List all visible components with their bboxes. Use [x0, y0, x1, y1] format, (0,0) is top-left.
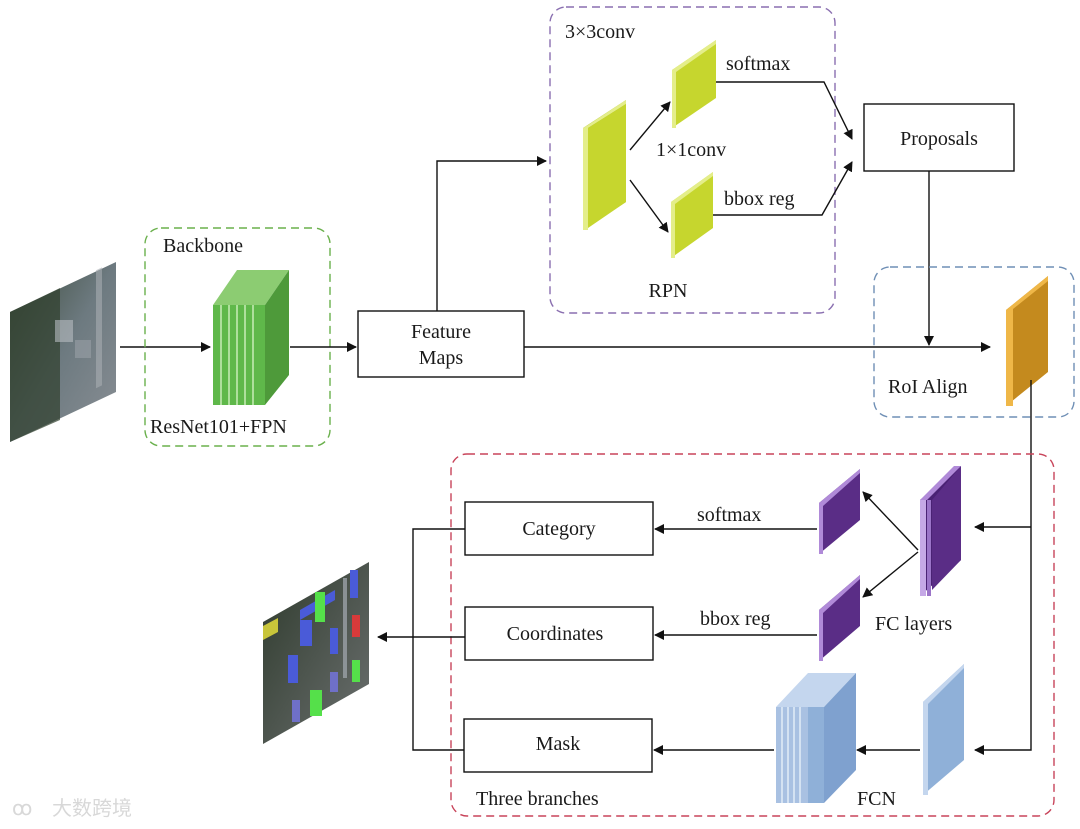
- head-bbox-label: bbox reg: [700, 608, 771, 630]
- feature-maps-line1: Feature: [411, 321, 471, 343]
- arrow-bbox-to-proposals: [713, 161, 853, 216]
- input-image: [10, 262, 116, 442]
- rpn-bbox-block: [671, 172, 713, 258]
- arrow-fc-to-softmax: [862, 491, 919, 551]
- watermark-text: 大数跨境: [52, 796, 132, 820]
- mask-node: Mask: [463, 718, 653, 773]
- backbone-label: Backbone: [163, 235, 243, 257]
- proposals-node: Proposals: [863, 103, 1015, 172]
- fc-bbox-block: [819, 575, 860, 661]
- feature-maps-line2: Maps: [419, 347, 464, 369]
- feature-maps-node: Feature Maps: [357, 310, 525, 378]
- backbone-group: Backbone ResNet101+FPN: [144, 227, 331, 447]
- backbone-sublabel: ResNet101+FPN: [150, 416, 287, 438]
- roi-align-label: RoI Align: [888, 376, 967, 398]
- fc-layers-block: [920, 466, 961, 596]
- arrow-roi-to-fcn: [974, 380, 1032, 755]
- arrow-rpn-to-softmax: [629, 101, 671, 151]
- fcn-input-block: [923, 664, 964, 795]
- fcn-block: [776, 673, 856, 803]
- merge-line: [412, 528, 465, 751]
- fc-layers-label: FC layers: [875, 613, 952, 635]
- arrow-softmax-to-proposals: [716, 81, 853, 140]
- category-node: Category: [464, 501, 654, 556]
- rpn-group: 3×3conv RPN softmax 1×1conv bbox reg: [549, 6, 836, 314]
- arrow-fc-to-bbox: [862, 551, 919, 598]
- head-softmax-label: softmax: [697, 504, 761, 526]
- coordinates-label: Coordinates: [507, 623, 604, 645]
- watermark-icon: ꝏ: [12, 796, 32, 820]
- coordinates-node: Coordinates: [464, 606, 654, 661]
- arrow-rpn-to-bbox: [629, 179, 669, 233]
- fc-softmax-block: [819, 469, 860, 554]
- watermark: ꝏ 大数跨境: [12, 796, 132, 820]
- mask-label: Mask: [536, 733, 580, 755]
- heads-group: Three branches Category Coordinates Mask: [450, 453, 1055, 817]
- arrow-feature-maps-to-rpn: [436, 156, 547, 311]
- output-image: [263, 562, 369, 744]
- proposals-label: Proposals: [900, 128, 978, 150]
- rpn-1x1conv-label: 1×1conv: [656, 139, 726, 161]
- resnet-fpn-block: [213, 270, 289, 405]
- roi-align-block: [1006, 276, 1048, 406]
- rpn-softmax-label: softmax: [726, 53, 790, 75]
- rpn-3x3conv-block: [583, 100, 626, 230]
- rpn-conv-title: 3×3conv: [565, 21, 635, 43]
- rpn-bbox-label: bbox reg: [724, 188, 795, 210]
- roi-align-group: RoI Align: [873, 266, 1075, 418]
- rpn-softmax-block: [672, 40, 716, 128]
- category-label: Category: [522, 518, 595, 540]
- three-branches-label: Three branches: [476, 788, 599, 810]
- fcn-label: FCN: [857, 788, 896, 810]
- rpn-label: RPN: [649, 280, 688, 302]
